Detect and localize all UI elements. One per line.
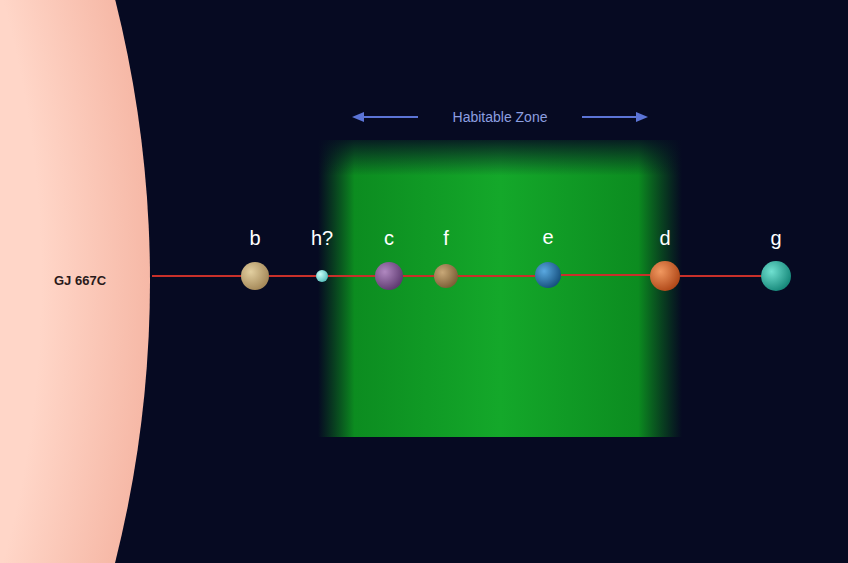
habitable-zone-glow bbox=[318, 140, 682, 437]
planet: d bbox=[650, 261, 680, 291]
planet: b bbox=[241, 262, 269, 290]
planet: f bbox=[434, 264, 458, 288]
planet-letter: e bbox=[542, 226, 553, 248]
planet-letter: d bbox=[659, 227, 670, 249]
planet: h? bbox=[316, 270, 328, 282]
star-name: GJ 667C bbox=[54, 273, 106, 289]
orbit-line bbox=[269, 275, 316, 277]
habitable-zone: Habitable Zoneh?cfed bbox=[320, 100, 680, 437]
habitable-zone-fade bbox=[318, 140, 682, 437]
zone-title: Habitable Zone bbox=[453, 108, 548, 126]
orbit-line bbox=[561, 274, 650, 276]
planet: c bbox=[375, 262, 403, 290]
planet-letter: c bbox=[384, 227, 394, 249]
orbit-line bbox=[328, 275, 375, 277]
orbit-line bbox=[458, 275, 535, 277]
orbit-line bbox=[152, 275, 241, 277]
planet-letter: g bbox=[770, 227, 781, 249]
planet-letter: f bbox=[443, 227, 449, 249]
planet: g bbox=[761, 261, 791, 291]
planet-letter: b bbox=[249, 227, 260, 249]
planet-letter: h? bbox=[311, 227, 333, 249]
orbit-line bbox=[680, 275, 761, 277]
orbit-line bbox=[403, 275, 434, 277]
planet: e bbox=[535, 262, 561, 288]
star: GJ 667C bbox=[0, 0, 152, 563]
